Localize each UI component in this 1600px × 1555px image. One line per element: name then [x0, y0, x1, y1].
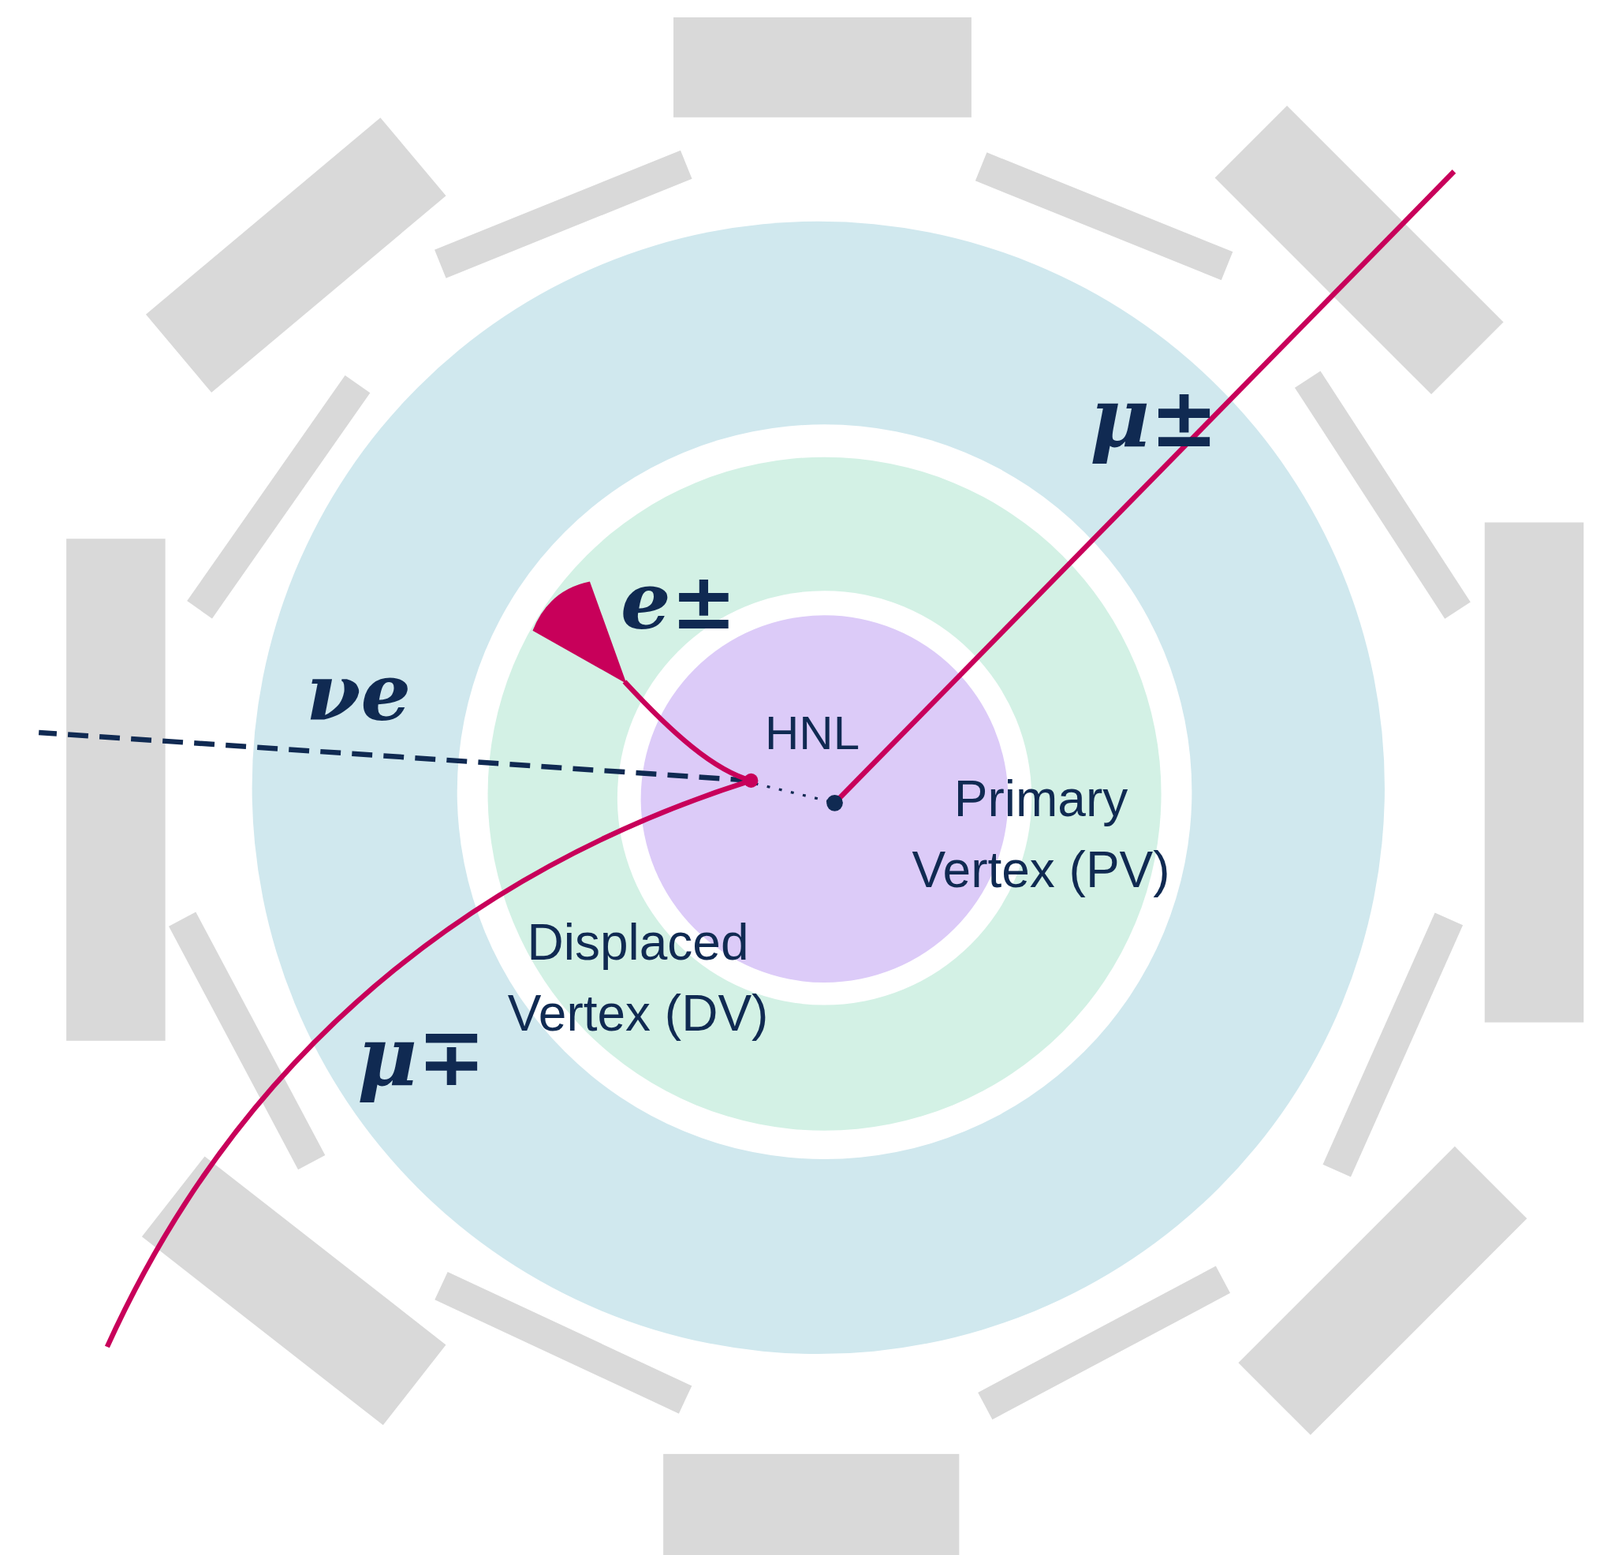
electron-shower	[532, 581, 627, 684]
particle-label: μ±	[1089, 376, 1219, 459]
primary-vertex-dot	[826, 794, 843, 812]
particle-label: μ∓	[357, 1015, 486, 1098]
outer-tracker	[252, 221, 1385, 1354]
vertex-label: HNL	[749, 705, 876, 761]
electron-track	[624, 681, 751, 781]
detector-modules	[66, 17, 1584, 1555]
vertex-label: Primary Vertex (PV)	[891, 763, 1191, 906]
particle-label: e±	[620, 561, 737, 641]
displaced-vertex-dot	[743, 773, 758, 788]
vertex-label: Displaced Vertex (DV)	[488, 906, 788, 1049]
gap-ring	[457, 424, 1193, 1160]
neutrino-track	[38, 732, 751, 781]
muon-track	[834, 171, 1454, 803]
particle-label: νe	[305, 652, 411, 732]
muon-track	[107, 780, 751, 1347]
hnl-flight-path	[755, 783, 832, 802]
